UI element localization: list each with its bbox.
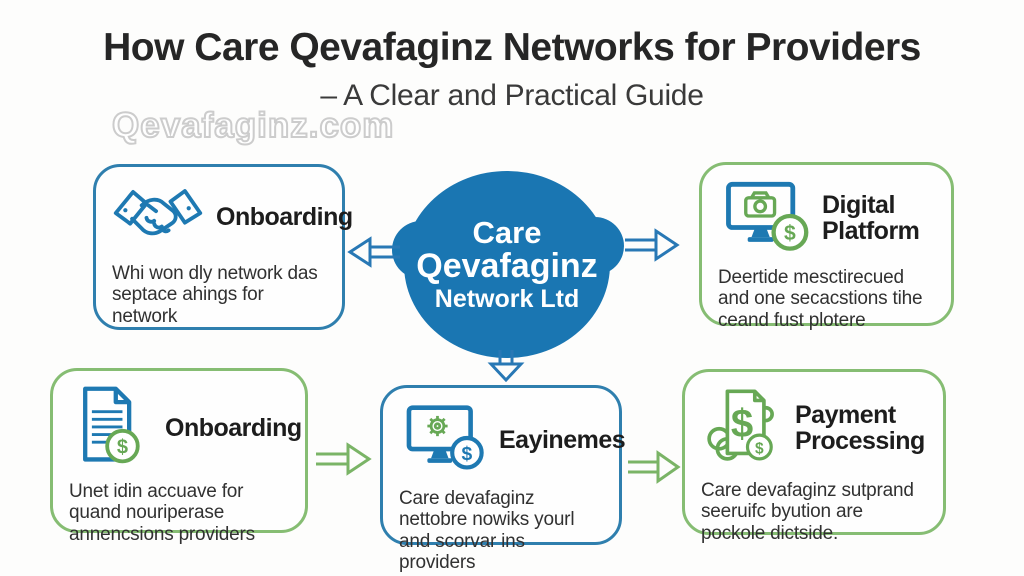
card-payment-processing: $ $ Payment Processing Care devafaginz s… — [682, 369, 946, 544]
page-subtitle: – A Clear and Practical Guide — [320, 79, 704, 112]
card-title: Eayinemes — [499, 425, 626, 454]
center-node-line1: Care — [472, 214, 542, 250]
card-body-text: Care devafaginz nettobre nowiks yourl an… — [399, 488, 575, 574]
arrow-right-green-icon — [316, 442, 372, 476]
receipt-dollar-icon: $ $ — [699, 384, 785, 473]
document-dollar-icon: $ — [67, 383, 155, 474]
card-body-text: Whi won dly network das septace ahings f… — [112, 263, 318, 327]
handshake-icon — [110, 179, 206, 256]
arrow-right-icon — [625, 228, 680, 262]
card-body-text: Care devafaginz sutprand seeruifc byutio… — [701, 480, 914, 544]
page-title: How Care Qevafaginz Networks for Provide… — [103, 26, 921, 69]
card-digital-platform: $ Digital Platform Deertide mesctirecued… — [699, 162, 954, 331]
card-title: Onboarding — [216, 202, 353, 231]
card-onboarding-bottom: $ Onboarding Unet idin accuave for quand… — [50, 368, 308, 545]
svg-text:$: $ — [755, 440, 764, 457]
card-title: Digital Platform — [822, 191, 920, 245]
svg-text:$: $ — [462, 444, 473, 465]
monitor-gear-dollar-icon: $ — [397, 400, 489, 481]
card-title: Onboarding — [165, 413, 302, 442]
center-node-line3: Network Ltd — [434, 285, 580, 314]
arrow-down-icon — [487, 350, 525, 382]
card-body-text: Unet idin accuave for quand nouriperase … — [69, 481, 255, 545]
center-node: Care Qevafaginz Network Ltd — [404, 171, 610, 358]
watermark-text: Qevafaginz.com — [111, 105, 395, 146]
arrow-left-icon — [347, 236, 400, 268]
arrow-right-green-icon — [628, 450, 681, 484]
svg-text:$: $ — [117, 437, 128, 459]
card-onboarding-top: Onboarding Whi won dly network das septa… — [93, 164, 353, 330]
card-body-text: Deertide mesctirecued and one secacstion… — [718, 267, 923, 331]
monitor-camera-dollar-icon: $ — [716, 177, 812, 260]
svg-text:$: $ — [731, 401, 753, 446]
svg-text:$: $ — [784, 222, 796, 245]
card-eayinemes: $ Eayinemes Care devafaginz nettobre now… — [380, 385, 626, 573]
center-node-line2: Qevafaginz — [416, 246, 598, 285]
card-title: Payment Processing — [795, 401, 925, 455]
